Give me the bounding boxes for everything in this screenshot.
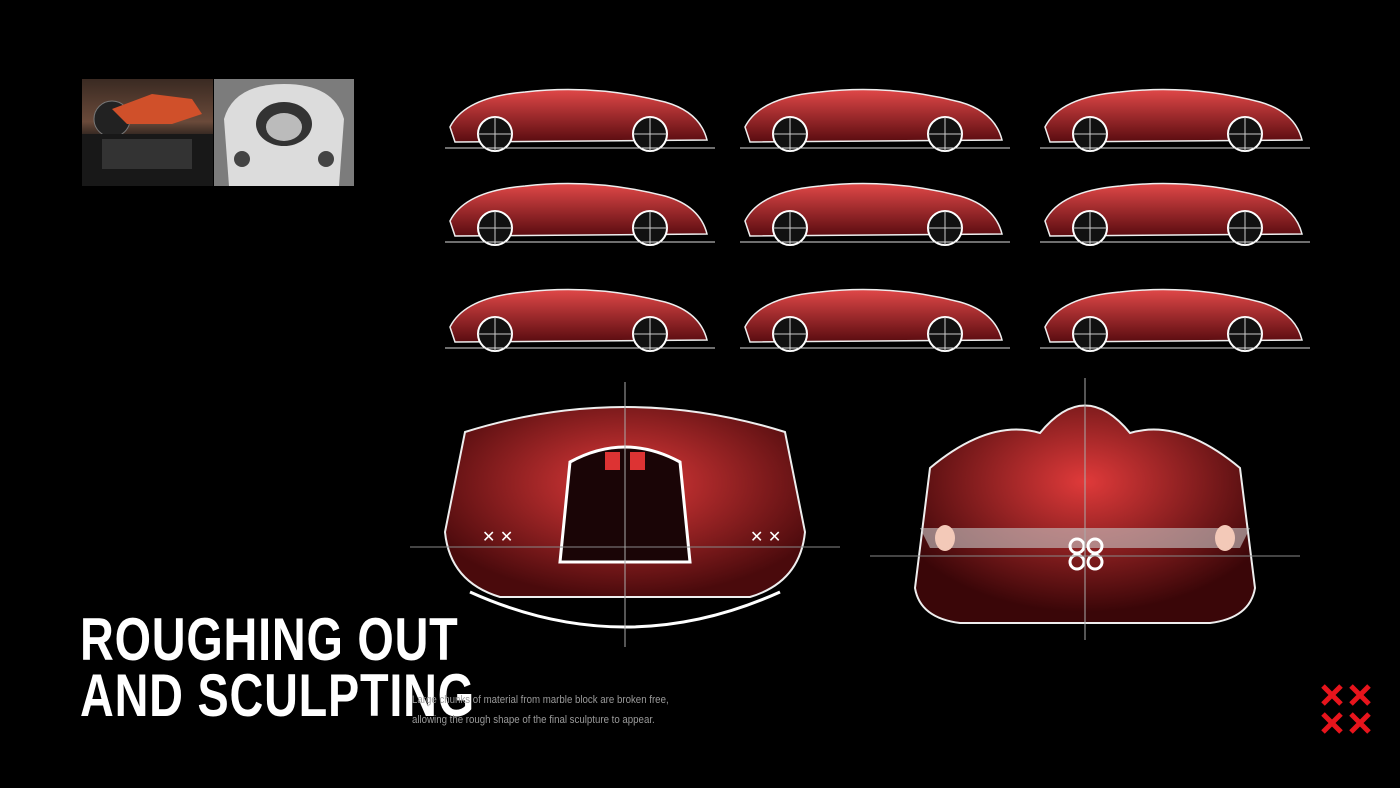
side-view-sketch — [445, 82, 715, 157]
front-view-sketch: ✕ ✕ ✕ ✕ — [410, 372, 840, 652]
race-car-image — [214, 79, 354, 186]
motorcycle-image — [82, 94, 213, 186]
side-view-sketch — [1040, 282, 1310, 357]
slide-description: Large chunks of material from marble blo… — [412, 690, 676, 730]
side-view-sketch — [740, 82, 1010, 157]
svg-text:✕ ✕: ✕ ✕ — [750, 529, 781, 546]
svg-text:✕ ✕: ✕ ✕ — [482, 529, 513, 546]
four-x-marks-logo-icon — [1320, 683, 1376, 735]
slide-title: ROUGHING OUT AND SCULPTING — [80, 606, 475, 729]
side-view-sketch — [740, 176, 1010, 251]
title-line-1: ROUGHING OUT — [80, 606, 459, 673]
side-view-sketch — [445, 176, 715, 251]
side-view-sketch — [1040, 176, 1310, 251]
title-line-2: AND SCULPTING — [80, 662, 475, 729]
side-view-sketch — [445, 282, 715, 357]
reference-photo-motorcycle — [82, 79, 213, 186]
description-line-2: allowing the rough shape of the final sc… — [412, 714, 655, 726]
side-view-sketch — [740, 282, 1010, 357]
description-line-1: Large chunks of material from marble blo… — [412, 694, 669, 706]
side-view-sketch — [1040, 82, 1310, 157]
reference-photo-race-car — [214, 79, 354, 186]
rear-view-sketch — [870, 378, 1300, 640]
